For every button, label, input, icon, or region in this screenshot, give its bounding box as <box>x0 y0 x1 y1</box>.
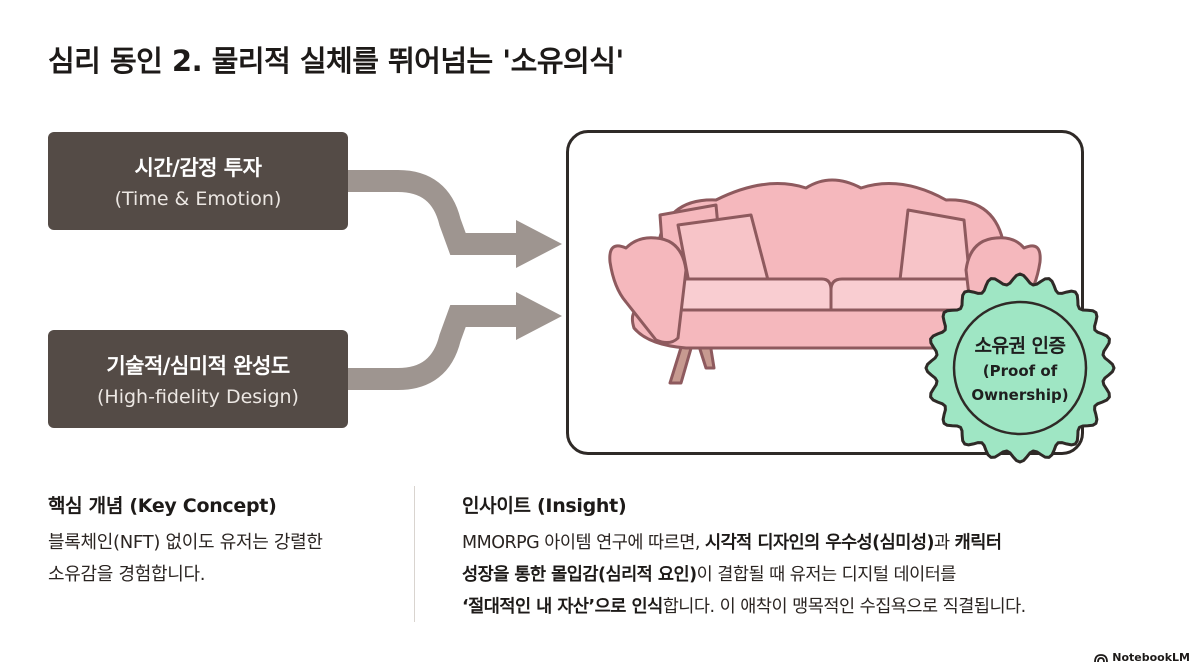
insight-emphasis: 캐릭터 <box>954 533 1002 553</box>
input-time-emotion: 시간/감정 투자 (Time & Emotion) <box>48 132 348 230</box>
arrow-icon <box>348 292 562 390</box>
input-label: 시간/감정 투자 <box>134 156 262 180</box>
brand-watermark: NotebookLM <box>1094 651 1190 664</box>
concept-body-line: 소유감을 경험합니다. <box>48 564 206 585</box>
insight-line: ‘절대적인 내 자산’으로 인식합니다. 이 애착이 맹목적인 수집욕으로 직결… <box>462 591 1182 623</box>
seal-sublabel-line2: Ownership) <box>971 385 1069 404</box>
insight-line: MMORPG 아이템 연구에 따르면, 시각적 디자인의 우수성(심미성)과 캐… <box>462 527 1182 559</box>
brand-name: NotebookLM <box>1112 651 1190 664</box>
insight-line: 성장을 통한 몰입감(심리적 요인)이 결합될 때 유저는 디지털 데이터를 <box>462 559 1182 591</box>
insight-title: 인사이트 (Insight) <box>462 495 627 517</box>
input-sublabel: (High-fidelity Design) <box>97 386 299 408</box>
insight-text: 과 <box>933 533 955 553</box>
seal-label: 소유권 인증 <box>974 334 1066 357</box>
insight-body: MMORPG 아이템 연구에 따르면, 시각적 디자인의 우수성(심미성)과 캐… <box>462 527 1182 623</box>
seal-label-group: 소유권 인증 (Proof of Ownership) <box>920 268 1120 468</box>
page-title: 심리 동인 2. 물리적 실체를 뛰어넘는 '소유의식' <box>48 44 624 78</box>
input-label: 기술적/심미적 완성도 <box>106 354 290 378</box>
seal-icon <box>924 272 1116 464</box>
notebooklm-logo-icon <box>1094 653 1109 662</box>
concept-title: 핵심 개념 (Key Concept) <box>48 495 277 517</box>
insight-text: 이 결합될 때 유저는 디지털 데이터를 <box>696 565 957 585</box>
input-design: 기술적/심미적 완성도 (High-fidelity Design) <box>48 330 348 428</box>
arrow-icon <box>348 170 562 268</box>
seal-sublabel-line1: (Proof of <box>982 361 1058 380</box>
insight-emphasis: 성장을 통한 몰입감(심리적 요인) <box>462 565 697 585</box>
insight-emphasis: 시각적 디자인의 우수성(심미성) <box>704 533 934 553</box>
insight-emphasis: ‘절대적인 내 자산’으로 인식 <box>462 597 663 617</box>
section-divider <box>414 486 415 622</box>
concept-body-line: 블록체인(NFT) 없이도 유저는 강렬한 <box>48 532 323 553</box>
concept-body: 블록체인(NFT) 없이도 유저는 강렬한 소유감을 경험합니다. <box>48 527 398 591</box>
insight-text: MMORPG 아이템 연구에 따르면, <box>462 533 705 553</box>
insight-text: 합니다. 이 애착이 맹목적인 수집욕으로 직결됩니다. <box>662 597 1027 617</box>
input-sublabel: (Time & Emotion) <box>114 188 282 210</box>
